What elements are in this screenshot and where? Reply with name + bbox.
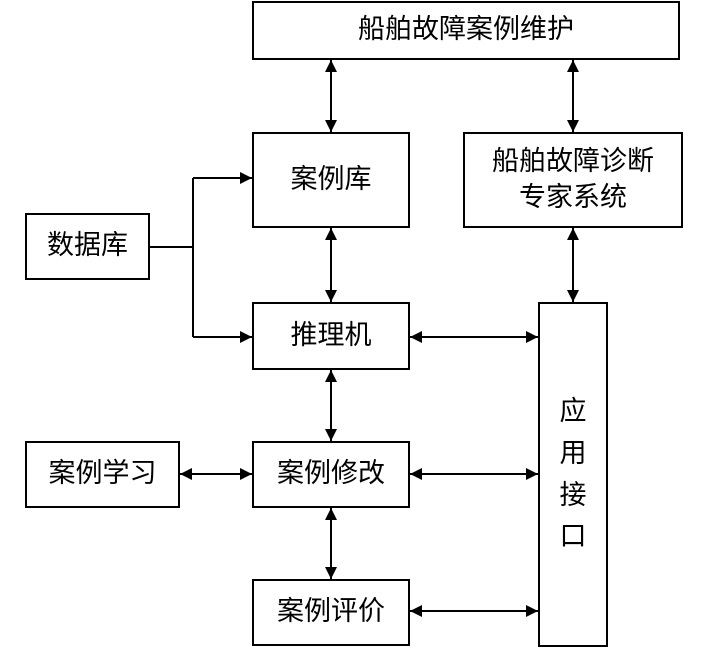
app-interface-char-2: 用 xyxy=(559,437,587,469)
case-evaluation-box: 案例评价 xyxy=(252,579,410,646)
database-box: 数据库 xyxy=(25,213,150,280)
case-learning-box: 案例学习 xyxy=(25,441,180,508)
ship-fault-case-maintenance-label: 船舶故障案例维护 xyxy=(358,14,574,46)
case-revision-box: 案例修改 xyxy=(252,441,410,508)
case-library-label: 案例库 xyxy=(290,163,372,195)
ship-fault-case-maintenance-box: 船舶故障案例维护 xyxy=(252,1,680,60)
case-revision-label: 案例修改 xyxy=(277,458,385,490)
app-interface-char-3: 接 xyxy=(559,479,587,511)
expert-system-label-line2: 专家系统 xyxy=(519,182,627,213)
application-interface-box: 应 用 接 口 xyxy=(538,302,608,647)
app-interface-char-1: 应 xyxy=(559,395,587,427)
inference-engine-label: 推理机 xyxy=(290,319,372,351)
case-evaluation-label: 案例评价 xyxy=(277,596,385,628)
app-interface-char-4: 口 xyxy=(559,521,587,553)
expert-system-box: 船舶故障诊断 专家系统 xyxy=(463,132,683,228)
database-label: 数据库 xyxy=(47,230,128,262)
expert-system-label-line1: 船舶故障诊断 xyxy=(492,145,654,177)
case-library-box: 案例库 xyxy=(252,132,410,228)
case-learning-label: 案例学习 xyxy=(48,458,157,490)
inference-engine-box: 推理机 xyxy=(252,302,410,370)
